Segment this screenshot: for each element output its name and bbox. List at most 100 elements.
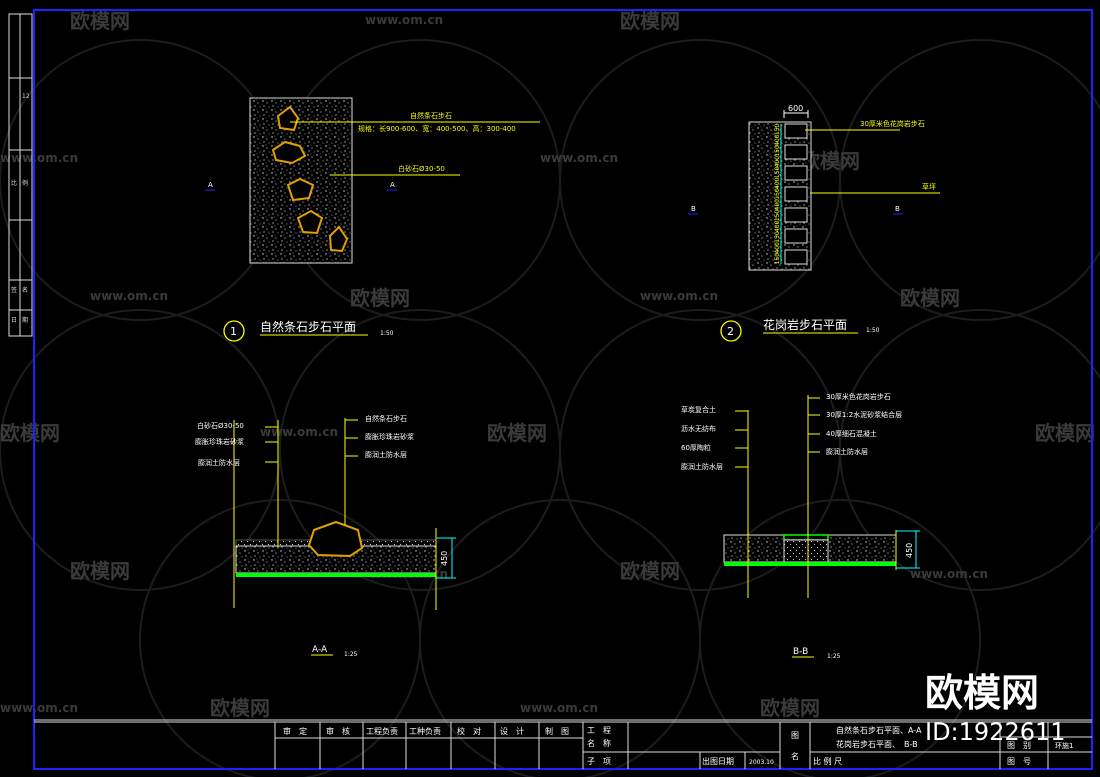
svg-text:图: 图 — [791, 731, 799, 740]
svg-text:www.om.cn: www.om.cn — [540, 151, 618, 165]
svg-text:B: B — [895, 205, 900, 213]
svg-text:www.om.cn: www.om.cn — [260, 425, 338, 439]
vertical-dim-label: 400 — [774, 242, 781, 254]
plan-granite-stone: 600 150400150400150400150400150400150400… — [688, 104, 940, 342]
vertical-dim-label: 150 — [774, 231, 781, 243]
vertical-dim-label: 400 — [774, 177, 781, 189]
svg-text:名: 名 — [22, 286, 28, 294]
svg-text:膨润土防水层: 膨润土防水层 — [198, 458, 240, 467]
svg-text:期: 期 — [22, 316, 28, 324]
svg-text:签: 签 — [11, 286, 17, 294]
label-gravel: 白砂石Ø30-50 — [398, 164, 445, 173]
granite-steps — [784, 123, 808, 265]
svg-text:30厚米色花岗岩步石: 30厚米色花岗岩步石 — [826, 392, 891, 401]
svg-text:名: 名 — [791, 751, 799, 761]
svg-text:1:50: 1:50 — [380, 330, 394, 337]
section-a-title: A-A — [312, 645, 328, 655]
vertical-dim-label: 150 — [774, 167, 781, 179]
svg-text:欧模网: 欧模网 — [1035, 421, 1095, 445]
svg-text:制 图: 制 图 — [545, 726, 569, 736]
vertical-dim-label: 150 — [774, 210, 781, 222]
svg-text:450: 450 — [440, 551, 449, 566]
section-b-leaders — [735, 395, 897, 598]
svg-text:膨润土防水层: 膨润土防水层 — [826, 447, 868, 456]
vertical-dim-label: 400 — [774, 199, 781, 211]
section-b-waterproof — [724, 562, 896, 566]
svg-text:设 计: 设 计 — [500, 726, 524, 736]
section-a-stone — [307, 520, 364, 558]
plan2-title: 花岗岩步石平面 — [763, 317, 847, 332]
brand-name: 欧模网 — [925, 671, 1039, 715]
section-b-dim — [896, 530, 920, 569]
svg-text:30厚1:2水泥砂浆结合层: 30厚1:2水泥砂浆结合层 — [826, 410, 902, 419]
svg-text:www.om.cn: www.om.cn — [640, 289, 718, 303]
svg-text:1:25: 1:25 — [827, 653, 841, 660]
svg-text:日: 日 — [11, 317, 17, 324]
svg-text:自然条石步石平面、A-A: 自然条石步石平面、A-A — [836, 725, 922, 735]
plan1-title: 自然条石步石平面 — [260, 319, 356, 334]
svg-text:欧模网: 欧模网 — [0, 421, 60, 445]
side-strip — [8, 13, 33, 337]
svg-text:比: 比 — [11, 179, 17, 187]
svg-text:花岗岩步石平面、 B-B: 花岗岩步石平面、 B-B — [836, 739, 918, 749]
svg-text:审 核: 审 核 — [326, 726, 350, 736]
svg-text:名 称: 名 称 — [587, 738, 611, 748]
section-a-leaders — [233, 418, 437, 610]
section-b-granite — [783, 534, 829, 541]
section-a-a: 白砂石Ø30-50 膨胀珍珠岩砂浆 膨润土防水层 自然条石步石 膨胀珍珠岩砂浆 … — [195, 414, 456, 658]
svg-text:例: 例 — [22, 179, 28, 187]
svg-text:图 号: 图 号 — [1007, 757, 1031, 766]
plan1-number-circle — [223, 320, 245, 342]
vertical-dim-label: 150 — [774, 145, 781, 157]
svg-text:欧模网: 欧模网 — [900, 286, 960, 310]
svg-text:膨润土防水层: 膨润土防水层 — [681, 462, 723, 471]
svg-text:A: A — [208, 181, 213, 189]
watermark-texts: 欧模网 欧模网 欧模网 欧模网 欧模网 欧模网 欧模网 欧模网 欧模网 欧模网 … — [0, 9, 1095, 720]
svg-text:600: 600 — [788, 104, 803, 113]
svg-text:欧模网: 欧模网 — [760, 696, 820, 720]
svg-text:子 项: 子 项 — [587, 757, 611, 766]
svg-text:图 别: 图 别 — [1007, 741, 1031, 750]
svg-text:欧模网: 欧模网 — [487, 421, 547, 445]
svg-text:欧模网: 欧模网 — [620, 9, 680, 33]
svg-text:B: B — [691, 205, 696, 213]
vertical-dim-label: 150 — [774, 123, 781, 135]
label-granite: 30厚米色花岗岩步石 — [860, 119, 925, 128]
label-stone: 自然条石步石 — [410, 111, 452, 120]
svg-text:40厚细石混凝土: 40厚细石混凝土 — [826, 429, 877, 438]
svg-text:工程负责: 工程负责 — [366, 726, 398, 736]
plan2-number-circle — [720, 320, 742, 342]
plan-natural-stone: 自然条石步石 规格：长900-600、宽：400-500、高：300-400 白… — [205, 97, 540, 342]
svg-text:www.om.cn: www.om.cn — [365, 13, 443, 27]
vertical-dim-label: 400 — [774, 134, 781, 146]
svg-text:膨胀珍珠岩砂浆: 膨胀珍珠岩砂浆 — [195, 437, 244, 446]
svg-text:12: 12 — [22, 93, 30, 100]
svg-text:1:25: 1:25 — [344, 651, 358, 658]
svg-text:白砂石Ø30-50: 白砂石Ø30-50 — [197, 421, 244, 430]
section-a-waterproof — [236, 573, 436, 577]
vertical-dim-label: 400 — [774, 220, 781, 232]
svg-text:环施1: 环施1 — [1055, 741, 1073, 750]
watermark-urls: www.om.cn www.om.cn www.om.cn www.om.cn … — [0, 13, 988, 715]
section-b-title: B-B — [793, 647, 808, 657]
svg-text:膨润土防水层: 膨润土防水层 — [365, 450, 407, 459]
svg-text:草炭复合土: 草炭复合土 — [681, 405, 716, 414]
svg-text:2003.10: 2003.10 — [749, 759, 774, 766]
label-lawn: 草坪 — [922, 182, 936, 191]
corner-brand: 欧模网 ID:1922611 — [925, 671, 1066, 746]
section-a-dim — [436, 537, 456, 579]
brand-id: ID:1922611 — [925, 718, 1066, 746]
side-strip-labels: 12 比 例 签 名 日 期 — [11, 93, 30, 324]
outer-frame — [33, 9, 1093, 770]
svg-text:欧模网: 欧模网 — [620, 559, 680, 583]
title-block — [34, 719, 1092, 769]
svg-text:工 程: 工 程 — [587, 726, 611, 735]
section-b-b: 草炭复合土 沥水无纺布 60厚陶粒 膨润土防水层 30厚米色花岗岩步石 30厚1… — [681, 392, 920, 660]
svg-text:欧模网: 欧模网 — [70, 559, 130, 583]
svg-text:欧模网: 欧模网 — [210, 696, 270, 720]
stepping-stones — [271, 105, 349, 253]
svg-text:工种负责: 工种负责 — [409, 726, 441, 736]
svg-text:450: 450 — [905, 543, 914, 558]
svg-text:沥水无纺布: 沥水无纺布 — [681, 424, 716, 433]
